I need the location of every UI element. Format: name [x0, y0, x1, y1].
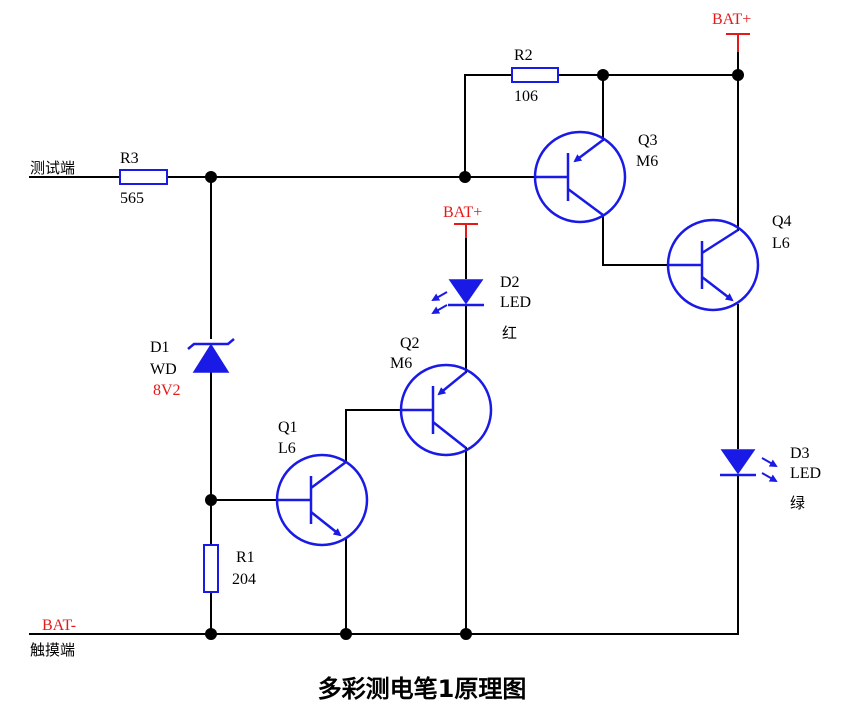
r2-ref-label: R2 — [514, 47, 533, 64]
bat-plus-top-label: BAT+ — [712, 11, 751, 28]
junction-dot — [597, 69, 609, 81]
terminal-touch-label: 触摸端 — [30, 641, 75, 659]
transistor-q3 — [533, 130, 627, 224]
light-arrow — [431, 291, 448, 301]
terminal-bat-minus-label: BAT- — [42, 617, 76, 634]
r1-value-label: 204 — [232, 571, 256, 588]
d3-color-label: 绿 — [790, 494, 805, 512]
transistor-collector-lead — [567, 187, 604, 217]
terminal-test-label: 测试端 — [30, 159, 75, 177]
transistor-q2 — [399, 363, 493, 457]
d2-type-label: LED — [500, 294, 531, 311]
d2-color-label: 红 — [502, 324, 517, 342]
transistor-collector-lead — [432, 421, 467, 449]
transistor-collector-lead — [701, 228, 739, 255]
r2-value-label: 106 — [514, 88, 538, 105]
junction-dot — [340, 628, 352, 640]
led-d2 — [431, 279, 484, 314]
q1-ref-label: Q1 — [278, 419, 298, 436]
transistor-emitter-arrow — [701, 276, 734, 302]
junction-dot — [205, 628, 217, 640]
q1-type-label: L6 — [278, 440, 296, 457]
wires — [29, 51, 739, 635]
q4-ref-label: Q4 — [772, 213, 792, 230]
junction-dot — [732, 69, 744, 81]
junction-dot — [205, 171, 217, 183]
transistor-collector-lead — [310, 460, 347, 490]
r1-ref-label: R1 — [236, 549, 255, 566]
r3-value-label: 565 — [120, 190, 144, 207]
resistor-r3 — [119, 169, 168, 185]
q3-ref-label: Q3 — [638, 132, 658, 149]
q2-ref-label: Q2 — [400, 335, 420, 352]
resistor-r2 — [511, 67, 559, 83]
led-triangle — [448, 279, 484, 305]
junction-dot — [460, 628, 472, 640]
light-arrow — [761, 457, 778, 467]
transistor-q1 — [275, 453, 369, 547]
r3-ref-label: R3 — [120, 150, 139, 167]
zener-triangle — [192, 343, 230, 373]
power-symbol-top — [726, 33, 750, 52]
junction-dot — [205, 494, 217, 506]
d1-type-label: WD — [150, 361, 177, 378]
power-symbol-d2 — [454, 223, 478, 238]
diagram-title: 多彩测电笔1原理图 — [318, 675, 527, 703]
led-triangle — [720, 449, 756, 475]
led-d3 — [720, 449, 778, 482]
junction-dot — [459, 171, 471, 183]
transistor-emitter-arrow — [310, 511, 342, 537]
transistor-emitter-arrow — [437, 371, 467, 396]
zener-cathode-bar — [187, 338, 235, 350]
junctions — [205, 69, 744, 640]
transistor-emitter-arrow — [573, 139, 604, 163]
zener-diode-d1 — [187, 338, 235, 373]
q2-type-label: M6 — [390, 355, 412, 372]
d1-ref-label: D1 — [150, 339, 170, 356]
q4-type-label: L6 — [772, 235, 790, 252]
d2-ref-label: D2 — [500, 274, 520, 291]
resistor-r1 — [203, 544, 219, 593]
transistor-body — [399, 363, 493, 457]
q3-type-label: M6 — [636, 153, 658, 170]
light-arrow — [431, 304, 448, 314]
transistor-q4 — [666, 218, 760, 312]
bat-plus-d2-label: BAT+ — [443, 204, 482, 221]
d3-ref-label: D3 — [790, 445, 810, 462]
d1-value-label: 8V2 — [153, 382, 181, 399]
light-arrow — [761, 472, 778, 482]
d3-type-label: LED — [790, 465, 821, 482]
